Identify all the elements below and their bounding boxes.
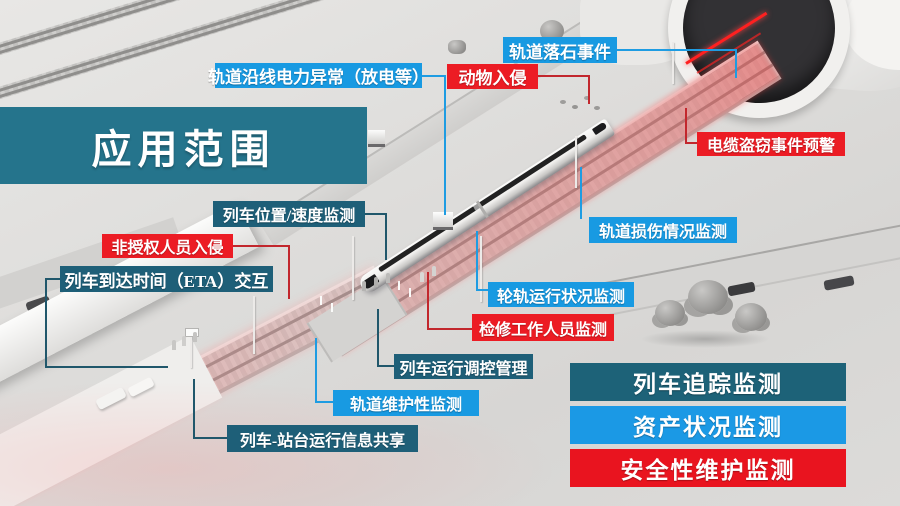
legend-safety-maintenance: 安全性维护监测 <box>570 449 846 487</box>
pedestrian <box>386 273 390 283</box>
connector-line <box>378 365 396 367</box>
tree <box>735 303 767 331</box>
crossing-post <box>320 296 322 305</box>
platform-sign-pole <box>190 332 192 368</box>
background-rail-line <box>0 0 431 108</box>
maintenance-worker-figure <box>432 266 436 276</box>
crossing-post <box>409 288 411 297</box>
connector-line <box>385 213 387 260</box>
connector-line <box>421 75 446 77</box>
animal <box>594 106 600 110</box>
catenary-pole <box>480 236 482 302</box>
legend-train-tracking: 列车追踪监测 <box>570 363 846 401</box>
callout-unauthorized-entry: 非授权人员入侵 <box>102 234 233 258</box>
catenary-pole <box>253 296 255 354</box>
connector-line <box>444 75 446 215</box>
connector-line <box>45 366 168 368</box>
callout-maintenance-worker: 检修工作人员监测 <box>472 314 614 341</box>
connector-line <box>686 142 698 144</box>
pedestrian <box>362 281 366 291</box>
rock <box>448 40 466 54</box>
callout-eta-interaction: 列车到达时间（ETA）交互 <box>60 266 273 292</box>
connector-line <box>45 278 47 368</box>
connector-line <box>735 49 737 78</box>
connector-line <box>616 49 737 51</box>
catenary-pole <box>352 236 354 300</box>
callout-platform-info-share: 列车-站台运行信息共享 <box>227 425 418 452</box>
callout-cable-theft-warning: 电缆盗窃事件预警 <box>697 132 845 156</box>
platform-passenger <box>172 340 176 350</box>
maintenance-worker-figure <box>420 272 424 282</box>
connector-line <box>588 75 590 104</box>
catenary-pole <box>575 136 577 188</box>
trackside-cabinet <box>368 130 385 147</box>
connector-line <box>193 379 195 439</box>
callout-train-position: 列车位置/速度监测 <box>213 201 365 227</box>
platform-sign <box>185 328 199 337</box>
platform-passenger <box>193 332 197 342</box>
callout-rockfall-event: 轨道落石事件 <box>503 37 617 63</box>
connector-line <box>427 272 429 330</box>
connector-line <box>288 245 290 299</box>
page-title: 应用范围 <box>0 107 367 184</box>
callout-track-maintenance: 轨道维护性监测 <box>333 390 479 416</box>
connector-line <box>580 167 582 219</box>
callout-wheel-rail-status: 轮轨运行状况监测 <box>488 282 634 307</box>
connector-line <box>428 328 473 330</box>
pedestrian <box>374 277 378 287</box>
connector-line <box>377 309 379 367</box>
legend-asset-monitoring: 资产状况监测 <box>570 406 846 444</box>
tree-shadow <box>640 330 770 348</box>
crossing-post <box>331 303 333 312</box>
connector-line <box>194 437 228 439</box>
platform-passenger <box>182 336 186 346</box>
tree <box>688 280 728 314</box>
rail <box>0 0 431 107</box>
animal <box>572 105 578 109</box>
trackside-cabinet <box>433 212 453 230</box>
tree <box>540 20 564 42</box>
catenary-pole <box>672 42 674 84</box>
callout-track-damage: 轨道损伤情况监测 <box>589 217 737 243</box>
callout-animal-intrusion: 动物入侵 <box>447 64 538 89</box>
crossing-post <box>398 281 400 290</box>
connector-line <box>476 231 478 291</box>
animal <box>560 100 566 104</box>
connector-line <box>316 401 334 403</box>
car <box>823 275 855 291</box>
callout-dispatch-management: 列车运行调控管理 <box>394 354 533 379</box>
callout-power-anomaly: 轨道沿线电力异常（放电等） <box>208 63 429 88</box>
tree <box>655 300 685 326</box>
animal <box>584 96 590 100</box>
connector-line <box>232 245 290 247</box>
connector-line <box>537 75 590 77</box>
connector-line <box>685 108 687 144</box>
connector-line <box>364 213 387 215</box>
connector-line <box>477 289 489 291</box>
connector-line <box>45 278 61 280</box>
connector-line <box>315 338 317 403</box>
